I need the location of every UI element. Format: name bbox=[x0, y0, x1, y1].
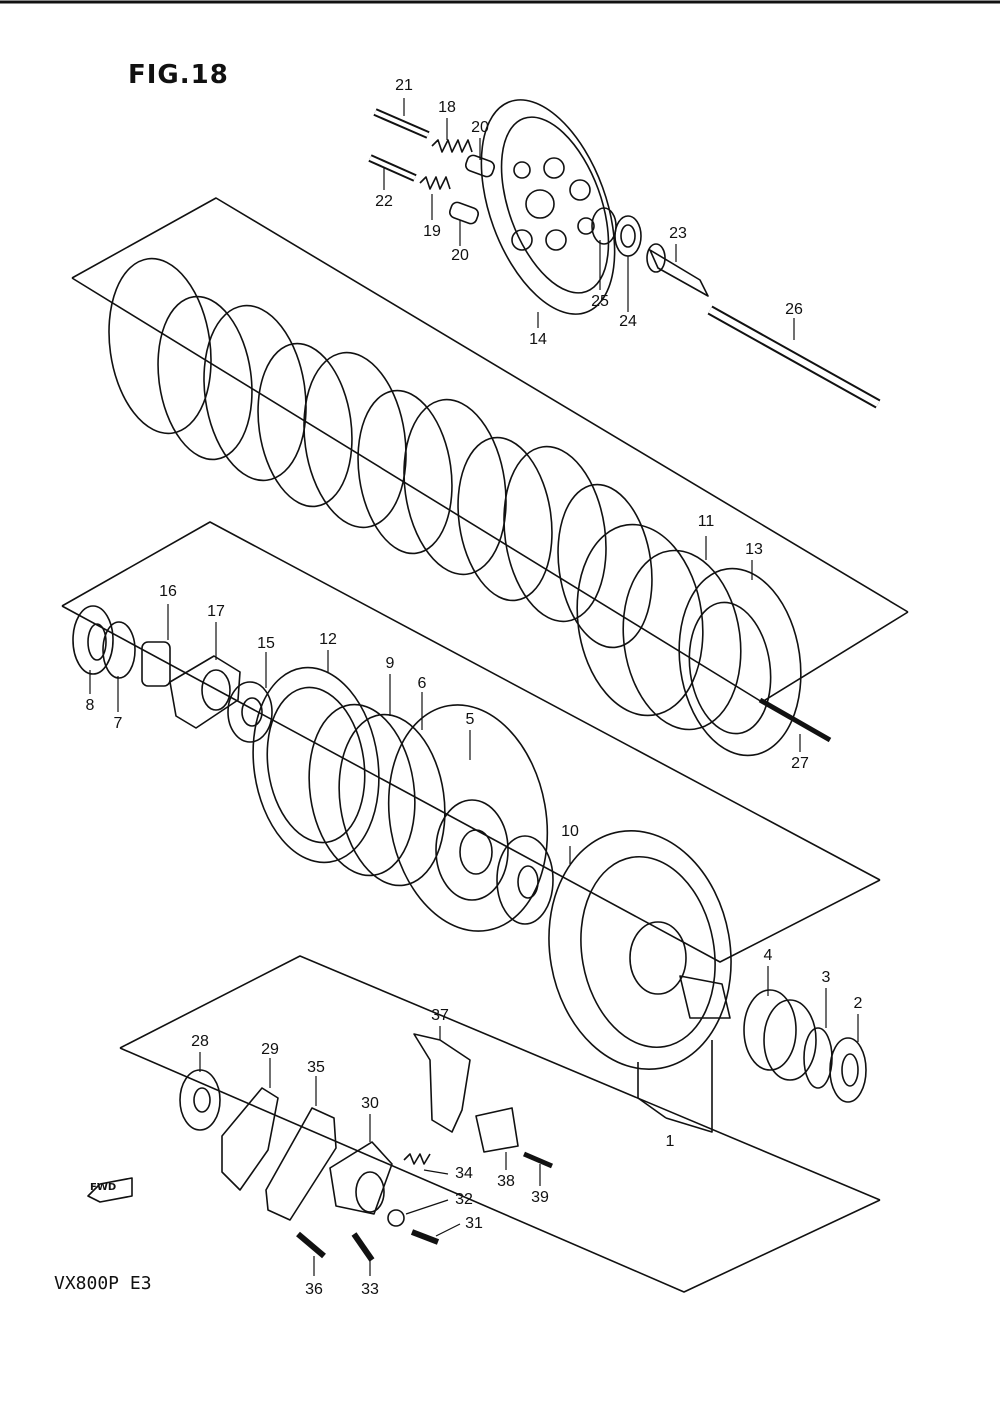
plate-stack bbox=[108, 257, 802, 757]
callout-12: 12 bbox=[319, 631, 337, 648]
plate-group-box bbox=[71, 197, 909, 703]
bearing-16 bbox=[141, 641, 171, 687]
callout-39: 39 bbox=[531, 1189, 549, 1206]
fwd-arrow-icon bbox=[87, 1177, 133, 1203]
bolt-33 bbox=[351, 1232, 375, 1262]
callout-9: 9 bbox=[385, 655, 395, 672]
callout-23: 23 bbox=[669, 225, 687, 242]
figure-title: FIG.18 bbox=[128, 60, 229, 90]
pin-20b bbox=[448, 201, 480, 225]
callout-37: 37 bbox=[431, 1007, 449, 1024]
callout-1: 1 bbox=[665, 1133, 675, 1150]
callout-22: 22 bbox=[375, 193, 393, 210]
callout-28: 28 bbox=[191, 1033, 209, 1050]
pin-20a bbox=[464, 154, 496, 178]
callout-21: 21 bbox=[395, 77, 413, 94]
bolt-22 bbox=[368, 154, 417, 182]
callout-34: 34 bbox=[455, 1165, 473, 1182]
plate-38 bbox=[475, 1107, 519, 1153]
callout-29: 29 bbox=[261, 1041, 279, 1058]
callout-30: 30 bbox=[361, 1095, 379, 1112]
model-code: VX800P E3 bbox=[54, 1273, 152, 1294]
hub-group-box bbox=[61, 521, 881, 963]
bolt-21 bbox=[373, 108, 430, 139]
callout-35: 35 bbox=[307, 1059, 325, 1076]
leader-lines bbox=[89, 98, 859, 1276]
callout-27: 27 bbox=[791, 755, 809, 772]
ring-6 bbox=[338, 713, 446, 887]
bearing-15 bbox=[227, 681, 273, 743]
callout-17: 17 bbox=[207, 603, 225, 620]
callout-36: 36 bbox=[305, 1281, 323, 1298]
callout-33: 33 bbox=[361, 1281, 379, 1298]
bracket-29 bbox=[221, 1087, 279, 1191]
callout-5: 5 bbox=[465, 711, 475, 728]
callout-14: 14 bbox=[529, 331, 547, 348]
gasket-35 bbox=[265, 1107, 337, 1221]
callout-19: 19 bbox=[423, 223, 441, 240]
release-group-box bbox=[119, 955, 881, 1293]
push-piece-23 bbox=[646, 243, 709, 297]
callout-8: 8 bbox=[85, 697, 95, 714]
nut-32 bbox=[387, 1209, 405, 1227]
screw-31 bbox=[410, 1229, 440, 1245]
bolt-36 bbox=[296, 1231, 326, 1259]
callout-31: 31 bbox=[465, 1215, 483, 1232]
callout-7: 7 bbox=[113, 715, 123, 732]
callout-26: 26 bbox=[785, 301, 803, 318]
callout-38: 38 bbox=[497, 1173, 515, 1190]
callout-32: 32 bbox=[455, 1191, 473, 1208]
spring-18 bbox=[431, 139, 473, 153]
screw-39 bbox=[523, 1151, 553, 1169]
washer-7 bbox=[102, 621, 136, 679]
callout-16: 16 bbox=[159, 583, 177, 600]
bearing-24 bbox=[614, 215, 642, 257]
callout-10: 10 bbox=[561, 823, 579, 840]
spring-19 bbox=[419, 176, 451, 190]
callout-13: 13 bbox=[745, 541, 763, 558]
callout-3: 3 bbox=[821, 969, 831, 986]
washer-3 bbox=[803, 1027, 833, 1089]
callout-4: 4 bbox=[763, 947, 773, 964]
part-1-bracket bbox=[637, 1040, 713, 1133]
callout-18: 18 bbox=[438, 99, 456, 116]
oil-seal-8 bbox=[72, 605, 114, 675]
primary-driven-gear-1 bbox=[548, 829, 732, 1071]
bearing-4 bbox=[743, 989, 817, 1081]
callout-25: 25 bbox=[591, 293, 609, 310]
ring-9 bbox=[308, 703, 416, 877]
callout-15: 15 bbox=[257, 635, 275, 652]
callout-11: 11 bbox=[697, 513, 715, 530]
spring-plate-12 bbox=[252, 666, 380, 864]
plate-17 bbox=[169, 655, 241, 729]
pressure-plate-14 bbox=[480, 99, 616, 315]
release-30 bbox=[329, 1141, 393, 1215]
spacer-2 bbox=[829, 1037, 867, 1103]
spring-34 bbox=[403, 1153, 431, 1165]
fwd-label: FWD bbox=[90, 1182, 117, 1193]
rod-26 bbox=[707, 305, 881, 409]
clutch-hub-5 bbox=[387, 704, 549, 932]
callout-2: 2 bbox=[853, 995, 863, 1012]
callout-20a: 20 bbox=[471, 119, 489, 136]
washer-10 bbox=[496, 835, 554, 925]
callout-24: 24 bbox=[619, 313, 637, 330]
callout-6: 6 bbox=[417, 675, 427, 692]
bearing-28 bbox=[179, 1069, 221, 1131]
bracket-37 bbox=[413, 1033, 471, 1133]
callout-20b: 20 bbox=[451, 247, 469, 264]
